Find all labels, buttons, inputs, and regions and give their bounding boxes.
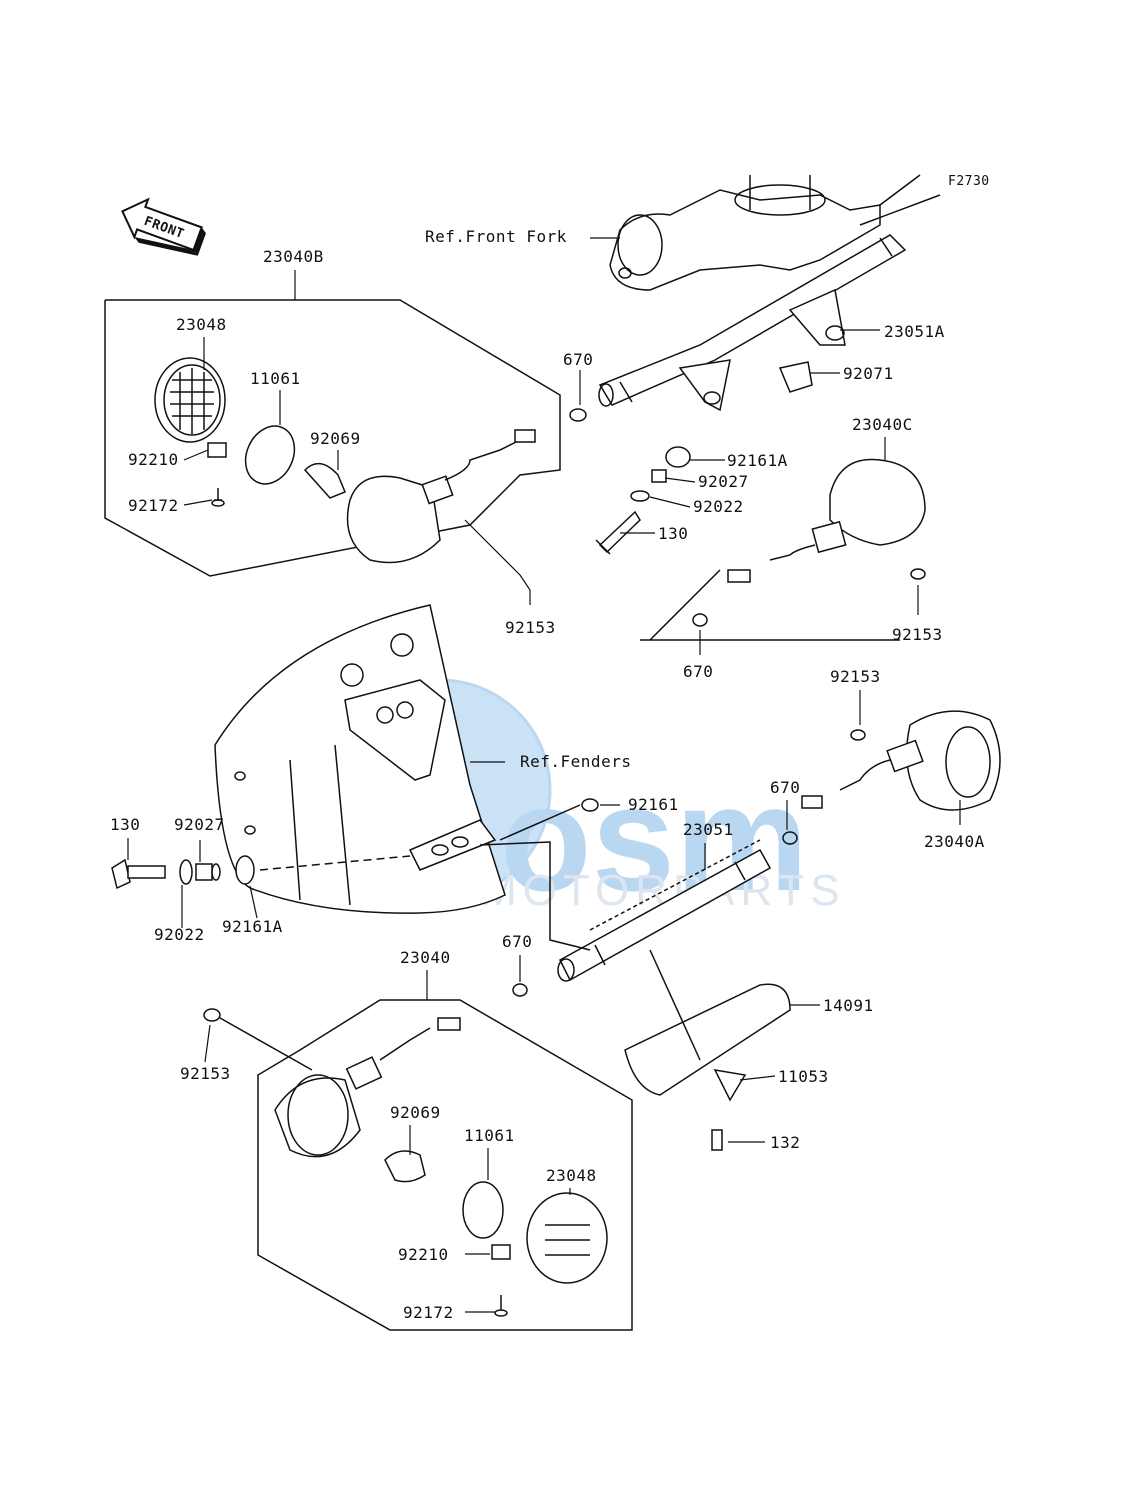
part-670-b-label: 670 (683, 662, 713, 681)
part-11061-top-label: 11061 (250, 369, 301, 388)
part-132-label: 132 (770, 1133, 800, 1152)
part-130-left-label: 130 (110, 815, 140, 834)
hardware-top (569, 361, 813, 555)
ref-front-fork-label: Ref.Front Fork (425, 227, 567, 246)
part-92071-label: 92071 (843, 364, 894, 383)
figure-code: F2730 (948, 174, 990, 189)
front-fork-bracket (609, 174, 941, 291)
turn-signal-23040-group (203, 983, 633, 1331)
part-92210-bot-label: 92210 (398, 1245, 449, 1264)
part-11061-bot-label: 11061 (464, 1126, 515, 1145)
part-23040A-label: 23040A (924, 832, 985, 851)
ref-fenders-label: Ref.Fenders (520, 752, 631, 771)
part-92153-d-label: 92153 (180, 1064, 231, 1083)
part-92172-bot-label: 92172 (403, 1303, 454, 1322)
part-23040C-label: 23040C (852, 415, 913, 434)
part-23040B-label: 23040B (263, 247, 324, 266)
part-670-c-label: 670 (770, 778, 800, 797)
turn-signal-23040C (640, 458, 926, 641)
part-11053-label: 11053 (778, 1067, 829, 1086)
part-92022-left-label: 92022 (154, 925, 205, 944)
part-23048-bot-label: 23048 (546, 1166, 597, 1185)
part-14091-label: 14091 (823, 996, 874, 1015)
part-670-d-label: 670 (502, 932, 532, 951)
fender (214, 604, 506, 914)
part-23040-label: 23040 (400, 948, 451, 967)
part-23051-label: 23051 (683, 820, 734, 839)
part-92153-b-label: 92153 (892, 625, 943, 644)
part-92153-c-label: 92153 (830, 667, 881, 686)
turn-signal-23040B-group (104, 299, 561, 577)
stay-23051 (479, 798, 772, 982)
part-92210-top-label: 92210 (128, 450, 179, 469)
part-92161A-top-label: 92161A (727, 451, 788, 470)
part-92022-top-label: 92022 (693, 497, 744, 516)
part-130-top-label: 130 (658, 524, 688, 543)
part-92161-label: 92161 (628, 795, 679, 814)
part-92172-top-label: 92172 (128, 496, 179, 515)
part-92027-left-label: 92027 (174, 815, 225, 834)
part-92069-bot-label: 92069 (390, 1103, 441, 1122)
turn-signal-23040A (782, 710, 1001, 845)
cover-14091 (624, 949, 791, 1151)
stay-23051A (598, 234, 907, 412)
part-670-a-label: 670 (563, 350, 593, 369)
leader-lines (127, 237, 961, 1313)
part-92153-a-label: 92153 (505, 618, 556, 637)
watermark-logo: osm (500, 754, 808, 922)
part-92161A-left-label: 92161A (222, 917, 283, 936)
front-arrow-icon: FRONT (121, 197, 206, 256)
part-92069-top-label: 92069 (310, 429, 361, 448)
part-23048-top-label: 23048 (176, 315, 227, 334)
part-23051A-label: 23051A (884, 322, 945, 341)
part-92027-top-label: 92027 (698, 472, 749, 491)
hardware-left (111, 855, 411, 890)
